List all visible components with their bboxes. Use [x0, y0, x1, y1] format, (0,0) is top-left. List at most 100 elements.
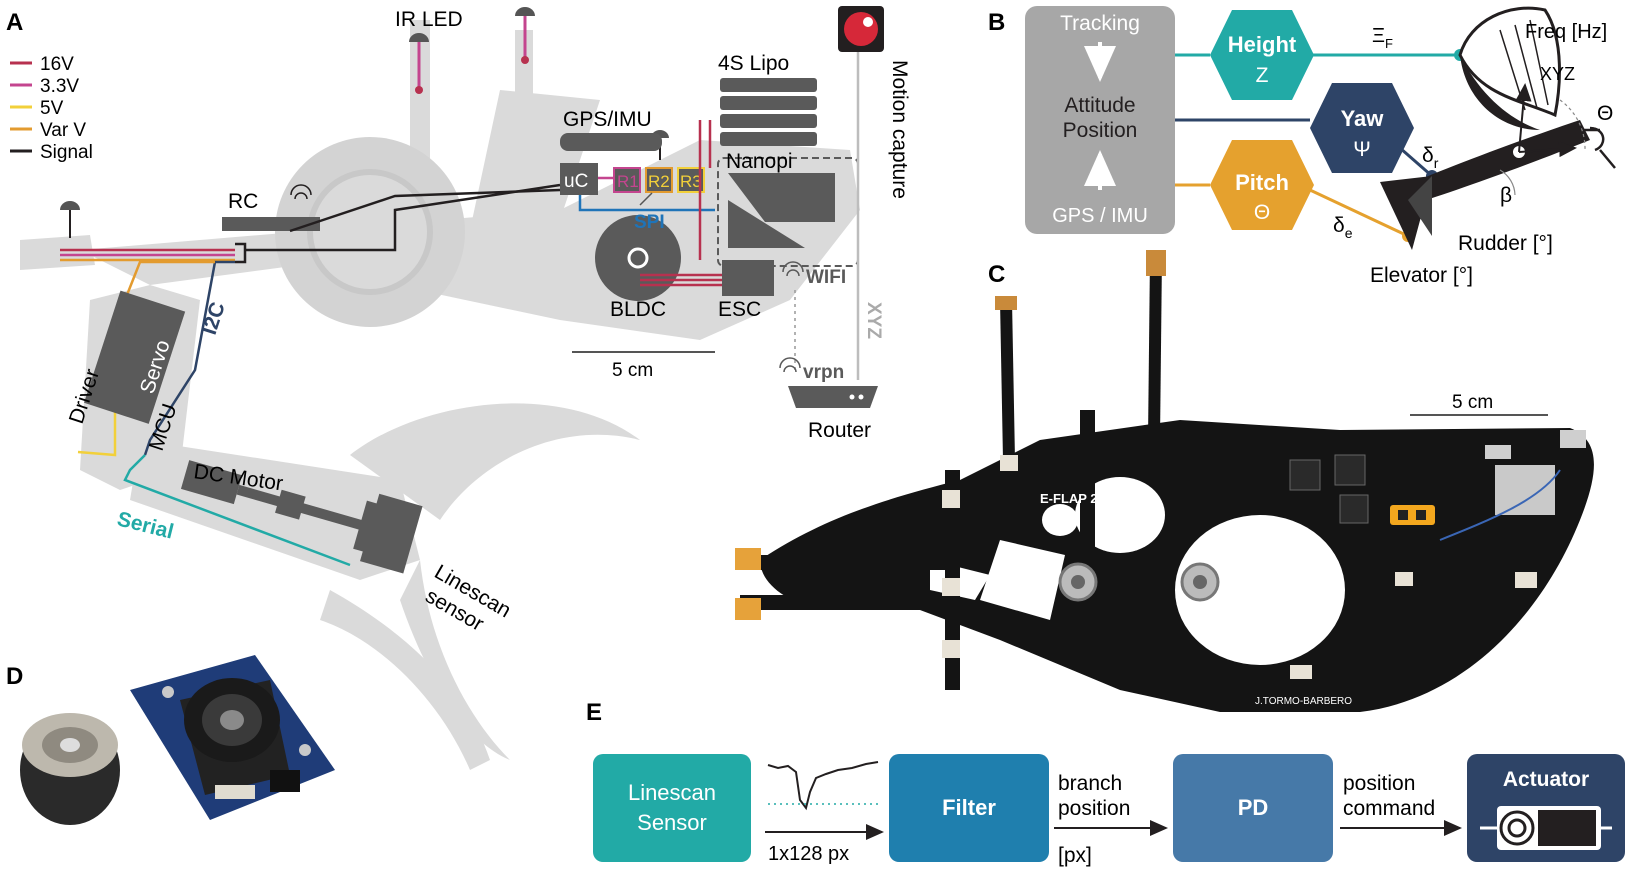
gps-imu-module — [560, 133, 662, 151]
xyz-label-b: XYZ — [1540, 64, 1575, 84]
pcb-photo — [735, 250, 1594, 712]
theta-label: Θ — [1597, 102, 1613, 125]
regulator-r1 — [613, 167, 641, 193]
pcb-arm-1 — [1000, 300, 1015, 460]
r3-label: R3 — [680, 172, 702, 191]
chip-3 — [1339, 494, 1369, 524]
panel-e: E Linescan Sensor 1x128 px Filter branch… — [586, 699, 1625, 867]
rc-label: RC — [228, 190, 258, 213]
delta-e-label: δe — [1333, 214, 1353, 241]
axis-z — [1515, 83, 1532, 153]
bldc-shaft — [627, 247, 649, 269]
pcb-board — [760, 420, 1594, 712]
filter-label: Filter — [942, 795, 996, 820]
position-label-1: position — [1343, 772, 1415, 795]
gps-imu-label: GPS/IMU — [563, 108, 652, 131]
pcb-trace — [1439, 469, 1561, 541]
dc-motor-coupler — [275, 489, 306, 520]
connector-6 — [942, 578, 960, 596]
servo-body — [84, 290, 186, 424]
connector-11 — [1515, 572, 1537, 588]
connector-3 — [735, 548, 761, 570]
esc-label: ESC — [718, 298, 761, 321]
nanopi-label: Nanopi — [726, 150, 793, 173]
board-name-label: E-FLAP 21.1 — [1040, 491, 1116, 506]
esc-module — [722, 260, 774, 296]
branch-label-2: position — [1058, 797, 1130, 820]
router-led-2 — [858, 394, 864, 400]
uc-chip — [560, 163, 598, 195]
chip-1 — [1289, 459, 1321, 491]
pixels-label: 1x128 px — [768, 843, 849, 865]
i2c-label: I2C — [198, 299, 230, 337]
spi-label: SPI — [634, 212, 665, 233]
vrpn-wifi-icon — [779, 357, 801, 373]
pd-label: PD — [1238, 795, 1269, 820]
freq-label: Freq [Hz] — [1525, 21, 1607, 43]
ir-led-markers — [60, 7, 669, 238]
motion-capture-lens — [844, 12, 878, 46]
actuator-body — [1538, 810, 1596, 846]
lipo-battery — [720, 78, 817, 146]
pcb-arm-2 — [1148, 255, 1162, 440]
rc-antenna-icon — [290, 184, 312, 200]
power-legend: 16V 3.3V 5V Var V Signal — [10, 54, 93, 163]
chip-2 — [1334, 454, 1366, 486]
branch-label-1: branch — [1058, 772, 1122, 795]
rc-receiver — [222, 217, 320, 231]
attitude-label: Attitude — [1064, 94, 1135, 117]
legend-label-16v: 16V — [40, 54, 74, 75]
main-gear-inner — [307, 169, 433, 295]
legend-label-3v3: 3.3V — [40, 76, 79, 97]
panel-d-label: D — [6, 663, 23, 690]
pcb-arm-6 — [1080, 410, 1095, 560]
elevator-surface — [1408, 176, 1432, 236]
yaw-label-b: Yaw — [1341, 106, 1385, 131]
position-label: Position — [1063, 119, 1138, 142]
panel-c-label: C — [988, 261, 1005, 288]
pcb-cutout-mid — [1075, 477, 1165, 553]
height-symbol: Z — [1256, 64, 1269, 87]
panel-a: A 16V 3.3V 5V Var V Signal — [6, 6, 911, 770]
delta-r-label: δr — [1422, 144, 1439, 171]
connector-12 — [1485, 445, 1511, 459]
router-body — [788, 386, 878, 408]
regulator-r2 — [645, 167, 673, 193]
sd-module — [1495, 465, 1555, 515]
connector-5 — [942, 490, 960, 508]
serial-label: Serial — [115, 508, 176, 544]
connector-7 — [942, 640, 960, 658]
panel-b: B Tracking Attitude Position GPS / IMU H… — [988, 6, 1616, 287]
xt30-connector — [1390, 505, 1435, 525]
legend-label-signal: Signal — [40, 142, 93, 163]
uc-label: uC — [564, 171, 588, 192]
fuselage — [1395, 120, 1590, 205]
branch-unit-label: [px] — [1058, 844, 1092, 867]
linescan-sensor-label-1: Linescan — [628, 780, 716, 805]
panel-e-label: E — [586, 699, 602, 726]
r2-icon — [639, 192, 653, 206]
camera-lens-photo — [20, 713, 120, 825]
wiring — [60, 120, 722, 567]
estimator-box — [1025, 6, 1175, 234]
wifi-label: WIFI — [806, 267, 846, 288]
xi-symbol: ΞF — [1372, 25, 1393, 51]
scale-label-c: 5 cm — [1452, 392, 1493, 413]
yaw-link-out — [1399, 146, 1433, 178]
dc-motor-assembly — [180, 460, 423, 574]
ornithopter-schematic — [1380, 6, 1616, 250]
yaw-symbol: Ψ — [1353, 138, 1371, 161]
vrpn-label: vrpn — [803, 362, 844, 383]
axis-x — [1518, 141, 1577, 158]
connector-1 — [995, 296, 1017, 310]
nanopi-board-part-2 — [728, 200, 805, 248]
gps-imu-label-b: GPS / IMU — [1052, 205, 1148, 227]
panel-b-label: B — [988, 9, 1005, 36]
dc-motor-body — [180, 460, 243, 505]
elevator-label: Elevator [°] — [1370, 264, 1473, 287]
pd-block — [1173, 754, 1333, 862]
tracking-label: Tracking — [1060, 12, 1140, 35]
nanopi-board-part — [728, 173, 835, 222]
linescan-signal-trace — [767, 761, 879, 811]
